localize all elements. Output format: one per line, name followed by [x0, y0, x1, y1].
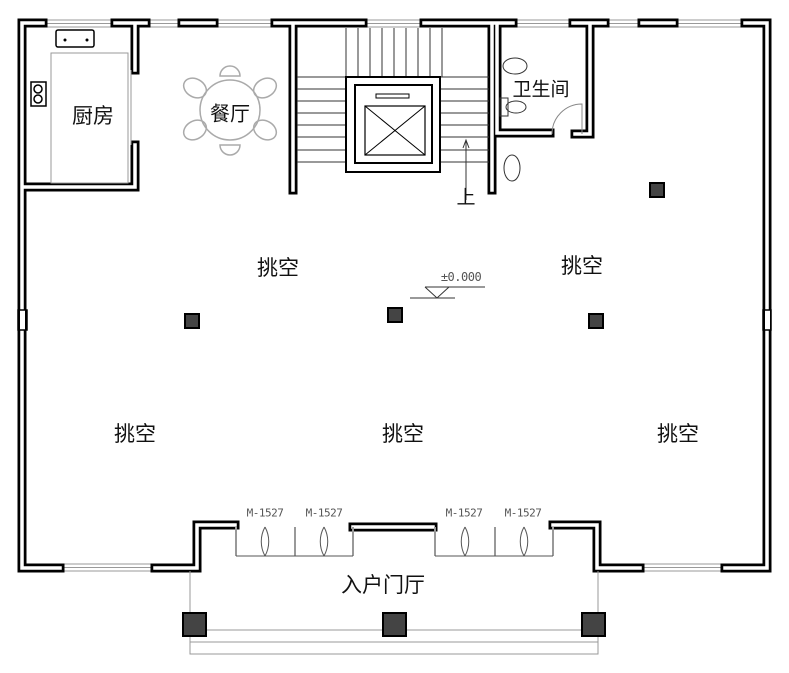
dining-table	[182, 65, 278, 156]
room-label-void: 挑空	[382, 422, 424, 446]
columns	[182, 182, 665, 637]
room-label-dining: 餐厅	[210, 101, 250, 126]
room-label-bathroom: 卫生间	[512, 78, 570, 101]
room-label-void: 挑空	[114, 422, 156, 446]
door-label: M-1527	[445, 506, 483, 520]
room-label-void: 挑空	[561, 254, 603, 278]
stair-up-label: 上	[456, 186, 476, 209]
elevation-marker	[410, 286, 485, 299]
door-label: M-1527	[246, 506, 284, 520]
room-label-void: 挑空	[657, 422, 699, 446]
room-label-void: 挑空	[257, 256, 299, 280]
staircase	[297, 28, 489, 200]
entrance-doors	[235, 526, 554, 557]
walls	[17, 18, 772, 573]
elevation-label: ±0.000	[440, 270, 482, 284]
bathroom-fixtures	[499, 57, 583, 182]
door-label: M-1527	[305, 506, 343, 520]
door-label: M-1527	[504, 506, 542, 520]
elevator	[345, 76, 441, 173]
room-label-kitchen: 厨房	[72, 104, 114, 128]
kitchen-fixtures	[30, 29, 132, 184]
room-label-entrance-hall: 入户门厅	[341, 573, 425, 597]
